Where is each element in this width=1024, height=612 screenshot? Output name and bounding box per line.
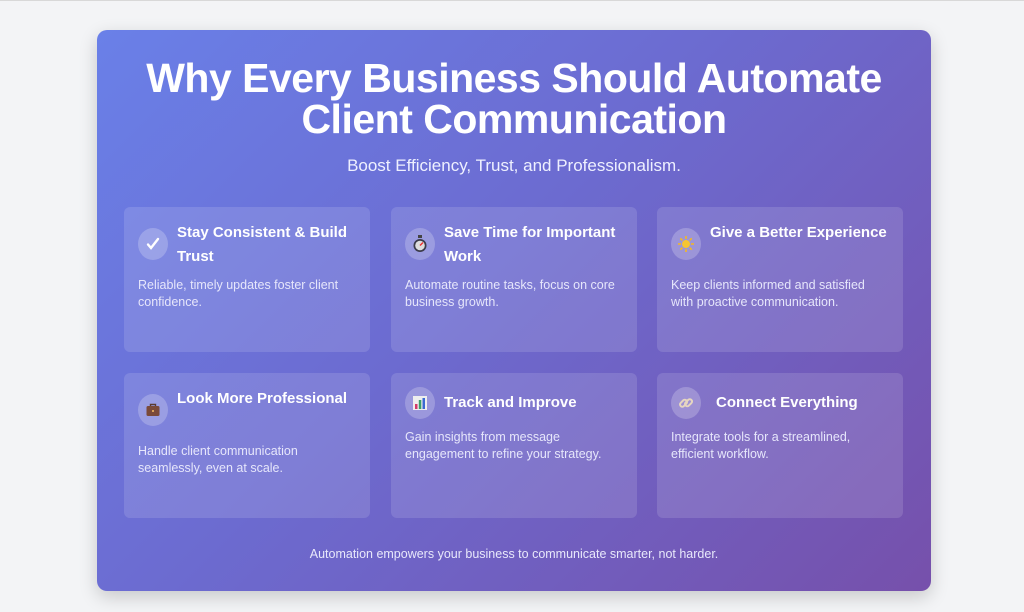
card-title: Look More Professional <box>177 390 348 407</box>
card-description: Automate routine tasks, focus on core bu… <box>405 278 615 309</box>
card-description: Handle client communication seamlessly, … <box>138 444 298 475</box>
card-description: Keep clients informed and satisfied with… <box>671 278 865 309</box>
card-description: Reliable, timely updates foster client c… <box>138 278 339 309</box>
page-title: Why Every Business Should Automate Clien… <box>97 58 931 140</box>
briefcase-icon <box>138 394 168 426</box>
feature-card-consistency: Stay Consistent & Build Trust Reliable, … <box>124 207 370 352</box>
link-icon <box>671 387 701 419</box>
feature-card-connect: Connect Everything Integrate tools for a… <box>657 373 903 518</box>
bar-chart-icon <box>405 387 435 419</box>
footer-tagline: Automation empowers your business to com… <box>309 547 719 561</box>
feature-card-experience: Give a Better Experience Keep clients in… <box>657 207 903 352</box>
sun-icon <box>671 228 701 260</box>
subtitle: Boost Efficiency, Trust, and Professiona… <box>347 156 681 175</box>
stopwatch-icon <box>405 228 435 260</box>
card-description: Integrate tools for a streamlined, effic… <box>671 430 851 461</box>
feature-card-save-time: Save Time for Important Work Automate ro… <box>391 207 637 352</box>
card-title: Save Time for Important Work <box>444 224 616 265</box>
feature-card-track: Track and Improve Gain insights from mes… <box>391 373 637 518</box>
card-title: Track and Improve <box>444 394 577 411</box>
feature-card-professional: Look More Professional Handle client com… <box>124 373 370 518</box>
card-title: Connect Everything <box>716 394 858 411</box>
card-title: Stay Consistent & Build Trust <box>177 224 348 265</box>
check-icon <box>138 228 168 260</box>
hero-panel: Why Every Business Should Automate Clien… <box>97 30 931 591</box>
title-line-2: Client Communication <box>301 96 727 142</box>
card-description: Gain insights from message engagement to… <box>405 430 602 461</box>
title-line-1: Why Every Business Should Automate <box>146 55 882 101</box>
card-title: Give a Better Experience <box>710 224 887 241</box>
